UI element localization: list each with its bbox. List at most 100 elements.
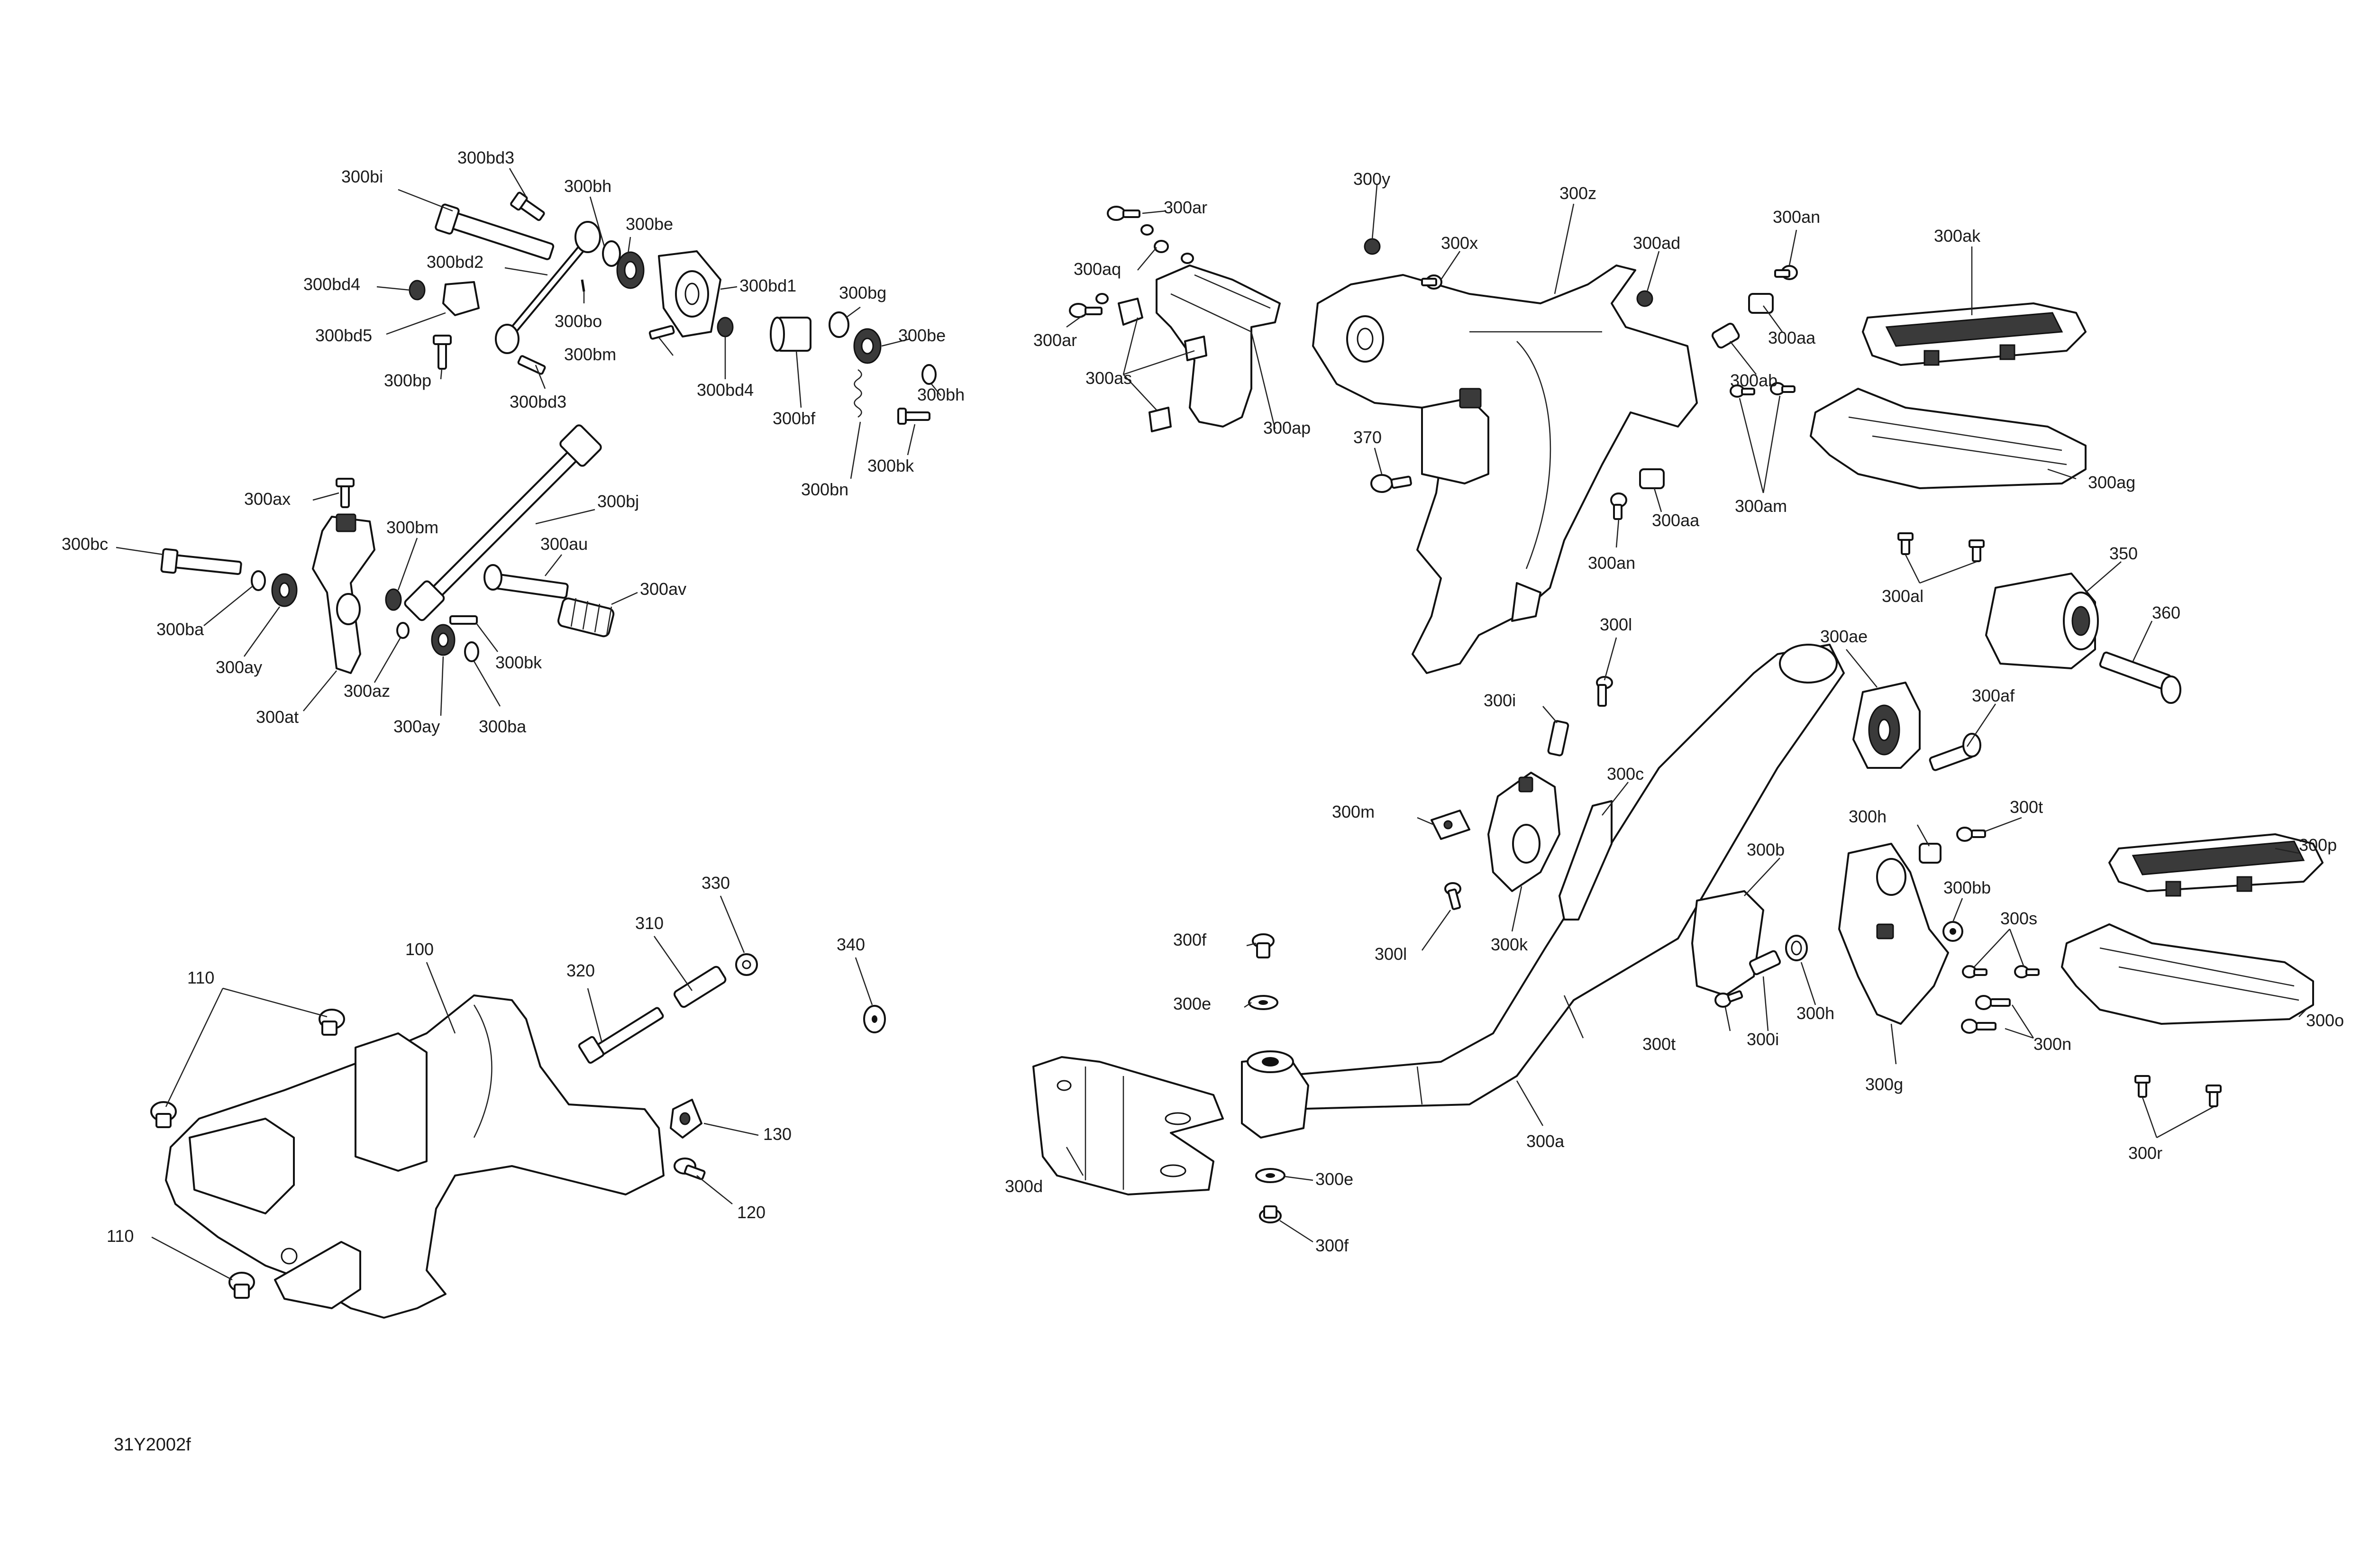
label-360: 360 bbox=[2152, 603, 2180, 622]
label-300aa-upper: 300aa bbox=[1768, 328, 1816, 347]
sleeve-300i-top bbox=[1547, 720, 1569, 757]
label-300ap: 300ap bbox=[1263, 418, 1311, 438]
label-300av: 300av bbox=[640, 579, 686, 599]
part-labels: 300bi 300bd3 300bh 300be 300bd2 300bd4 3… bbox=[62, 148, 2344, 1255]
bolt-110-top bbox=[319, 1009, 345, 1036]
bolt-300t-bottom bbox=[1714, 990, 1743, 1008]
label-300an-lower: 300an bbox=[1588, 553, 1635, 573]
label-300ae: 300ae bbox=[1820, 627, 1868, 646]
label-300bi: 300bi bbox=[341, 167, 383, 186]
bolt-300ax bbox=[336, 478, 355, 508]
washer-300ba-left bbox=[251, 570, 266, 591]
label-310: 310 bbox=[635, 913, 664, 933]
label-300ag: 300ag bbox=[2088, 473, 2135, 492]
label-300bh-upper: 300bh bbox=[564, 176, 611, 196]
label-300i-bottom: 300i bbox=[1747, 1030, 1779, 1049]
screw-300r-a bbox=[2134, 1075, 2151, 1098]
label-330: 330 bbox=[702, 873, 730, 893]
clip-300bd5 bbox=[442, 281, 480, 316]
bolt-300bm-upper bbox=[648, 325, 675, 340]
footpeg-frame-300o bbox=[2061, 923, 2314, 1025]
sleeve-300i-bottom bbox=[1749, 950, 1781, 975]
bearing-300be-upper bbox=[616, 251, 645, 289]
label-300bh-lower: 300bh bbox=[917, 385, 965, 404]
label-120: 120 bbox=[737, 1203, 766, 1222]
bolt-300ar-left bbox=[1069, 303, 1103, 318]
bolt-300x bbox=[1421, 274, 1442, 290]
swing-arm-300a-group bbox=[1032, 644, 1845, 1223]
label-320: 320 bbox=[566, 961, 595, 980]
label-300ar-left: 300ar bbox=[1033, 330, 1077, 350]
label-110-top: 110 bbox=[187, 968, 214, 987]
label-300an-upper: 300an bbox=[1773, 207, 1820, 227]
label-300aq: 300aq bbox=[1074, 259, 1121, 279]
label-300ab: 300ab bbox=[1730, 371, 1778, 390]
label-300bg: 300bg bbox=[839, 283, 886, 302]
label-300ba-left: 300ba bbox=[156, 620, 204, 639]
clip-nut-300as-b bbox=[1184, 336, 1207, 361]
washer-300aq-b bbox=[1181, 253, 1194, 264]
label-300x: 300x bbox=[1441, 233, 1478, 253]
label-350: 350 bbox=[2109, 544, 2138, 563]
screw-300al-a bbox=[1897, 532, 1914, 555]
footpeg-pad-300p bbox=[2108, 833, 2324, 897]
nut-300bm-lower bbox=[385, 588, 402, 611]
nut-300aq bbox=[1154, 240, 1169, 253]
label-300y: 300y bbox=[1353, 169, 1390, 189]
bolt-300f-bottom bbox=[1259, 1205, 1282, 1223]
label-300h-bottom: 300h bbox=[1796, 1003, 1834, 1023]
label-300bm-lower: 300bm bbox=[386, 518, 438, 537]
bolt-300n-a bbox=[1975, 995, 2011, 1010]
washer-340 bbox=[863, 1005, 886, 1033]
swing-arm-300a bbox=[1241, 644, 1845, 1139]
screw-300l-bottom bbox=[1444, 882, 1461, 910]
label-300az: 300az bbox=[344, 681, 390, 701]
bolt-300ar-top bbox=[1107, 206, 1140, 221]
label-300c: 300c bbox=[1607, 764, 1644, 784]
label-300ar-top: 300ar bbox=[1164, 198, 1207, 217]
bushing-350 bbox=[1985, 573, 2099, 669]
label-300am: 300am bbox=[1735, 496, 1787, 516]
washer-300aq-a bbox=[1140, 224, 1154, 236]
nut-300y bbox=[1364, 238, 1381, 255]
bolt-110-bottom bbox=[228, 1272, 255, 1299]
clip-nut-300as-a bbox=[1118, 298, 1143, 326]
nut-300bd4-left bbox=[409, 280, 426, 301]
shield-300b bbox=[1691, 890, 1764, 996]
footpeg-lower-group bbox=[1961, 833, 2324, 1107]
label-300r: 300r bbox=[2128, 1143, 2162, 1163]
clamp-300k bbox=[1487, 772, 1560, 892]
linkage-assembly-upper bbox=[409, 191, 937, 425]
label-300e-bottom: 300e bbox=[1315, 1169, 1353, 1189]
label-300ay-right: 300ay bbox=[393, 717, 440, 736]
label-300bf: 300bf bbox=[773, 409, 816, 428]
nut-300bd4-right bbox=[717, 317, 734, 337]
label-300be-upper: 300be bbox=[626, 214, 673, 234]
cover-300c bbox=[1559, 800, 1613, 921]
bushing-300aa-upper bbox=[1748, 293, 1774, 314]
bearing-300ay-right bbox=[431, 624, 456, 656]
label-110-bottom: 110 bbox=[107, 1226, 134, 1246]
label-300z: 300z bbox=[1559, 183, 1596, 203]
lower-bracket-300g-group bbox=[1691, 827, 1986, 1025]
label-300be-lower: 300be bbox=[898, 326, 946, 345]
label-300bc: 300bc bbox=[62, 534, 108, 554]
bolt-300bk-upper bbox=[897, 408, 930, 425]
bushing-300h-top bbox=[1919, 843, 1942, 864]
bracket-300bd1 bbox=[658, 250, 721, 337]
bolt-300f-top bbox=[1252, 933, 1275, 958]
nut-300ad bbox=[1636, 290, 1653, 307]
label-300bd2: 300bd2 bbox=[427, 252, 483, 272]
grip-300av bbox=[557, 597, 615, 638]
label-300d: 300d bbox=[1005, 1176, 1043, 1196]
bearing-300ae bbox=[1852, 682, 1921, 769]
label-300bd5: 300bd5 bbox=[315, 326, 372, 345]
bolt-300t-top bbox=[1956, 827, 1986, 842]
label-300t-bottom: 300t bbox=[1642, 1034, 1676, 1054]
label-300e-top: 300e bbox=[1173, 994, 1211, 1013]
washer-300ba-right bbox=[464, 641, 479, 662]
label-300m: 300m bbox=[1332, 802, 1375, 821]
washer-300bh-upper bbox=[602, 240, 621, 267]
bracket-100 bbox=[165, 994, 665, 1319]
